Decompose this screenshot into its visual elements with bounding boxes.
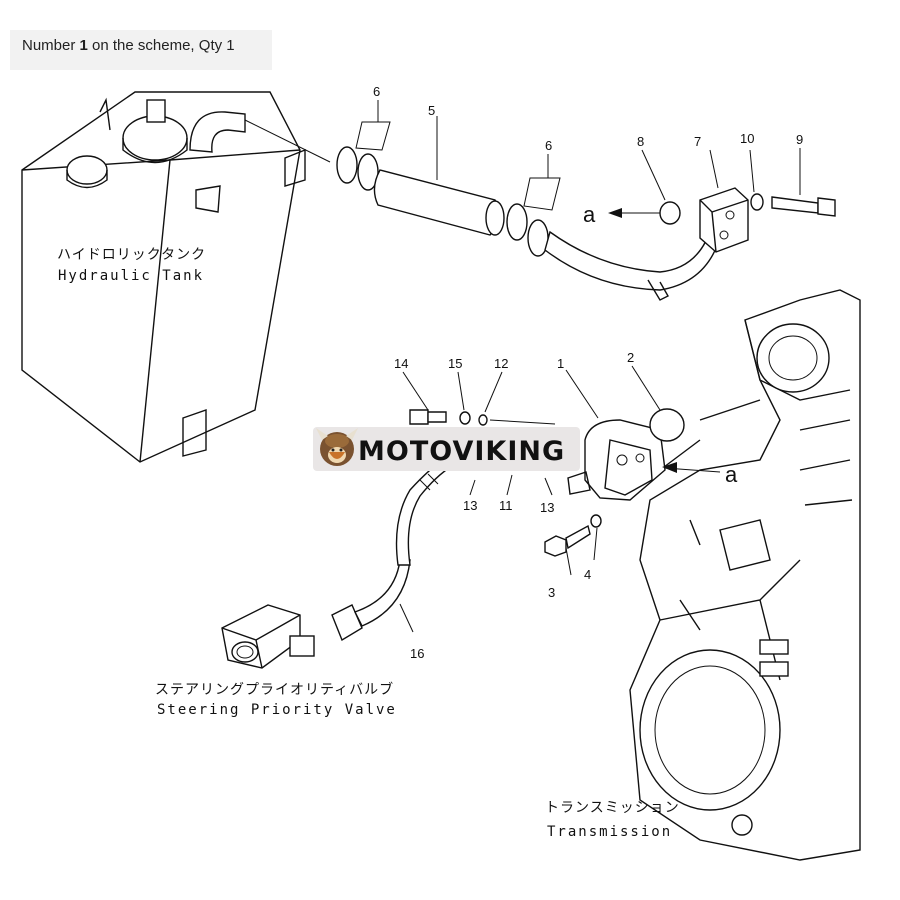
callout-4: 4 (584, 567, 591, 582)
reference-a-top: a (583, 202, 660, 227)
washer-15 (459, 411, 471, 425)
caption-suffix: on the scheme, Qty 1 (87, 37, 235, 54)
transmission-label-en: Transmission (547, 824, 672, 840)
hydraulic-tank-label-jp: ハイドロリックタンク (57, 247, 206, 263)
bolt-3-shank (565, 524, 591, 550)
watermark: MOTOVIKING (313, 427, 580, 471)
bolt-9 (771, 196, 819, 214)
o-ring-8 (659, 201, 681, 225)
callout-2: 2 (627, 350, 634, 365)
callout-13b: 13 (540, 500, 554, 515)
o-ring-2 (649, 408, 685, 442)
callout-11: 11 (499, 498, 513, 513)
callout-7: 7 (694, 134, 701, 149)
valve-elbow (289, 635, 315, 657)
caption-prefix: Number (22, 37, 80, 54)
callout-15: 15 (448, 356, 462, 371)
caption-number: 1 (79, 37, 88, 54)
watermark-background (313, 427, 580, 471)
line-16 (395, 457, 454, 566)
callout-12: 12 (494, 356, 508, 371)
callout-3: 3 (548, 585, 555, 600)
callout-10: 10 (740, 131, 754, 146)
suction-line (336, 146, 836, 301)
callout-1: 1 (557, 356, 564, 371)
bolt-14-head (409, 409, 429, 425)
bolt-3-head (544, 535, 567, 557)
callout-9: 9 (796, 132, 803, 147)
viking-logo-icon (316, 428, 358, 466)
callout-6a: 6 (373, 84, 380, 99)
hose-clamp-left-2 (357, 153, 379, 191)
reference-a-mid: a (662, 462, 738, 487)
part-1-housing (567, 408, 685, 501)
transmission: トランスミッション Transmission (545, 289, 861, 861)
steering-priority-valve: ステアリングプライオリティバルブ Steering Priority Valve (155, 457, 454, 718)
hydraulic-tank: ハイドロリックタンク Hydraulic Tank (21, 91, 331, 463)
caption-box (10, 30, 272, 70)
callout-13a: 13 (463, 498, 477, 513)
line-16-nut (331, 604, 363, 642)
watermark-text: MOTOVIKING (358, 436, 565, 467)
callout-5: 5 (428, 103, 435, 118)
washer-10 (750, 193, 764, 211)
leader-lines (355, 100, 801, 633)
bolt-14-shank (427, 411, 447, 423)
hydraulic-tank-label-en: Hydraulic Tank (58, 268, 204, 284)
tube (544, 223, 723, 291)
flange-7 (699, 187, 749, 253)
callout-6b: 6 (545, 138, 552, 153)
hose-clamp-left-1 (336, 146, 358, 184)
steering-valve-label-en: Steering Priority Valve (157, 702, 397, 718)
transmission-label-jp: トランスミッション (545, 800, 680, 816)
hose-clamp-right-1 (506, 203, 528, 241)
ref-a-mid: a (725, 462, 738, 487)
washer-4 (590, 514, 602, 528)
callout-8: 8 (637, 134, 644, 149)
callout-16: 16 (410, 646, 424, 661)
callout-14: 14 (394, 356, 408, 371)
steering-valve-label-jp: ステアリングプライオリティバルブ (155, 681, 394, 698)
callout-numbers: 6 5 6 8 7 10 9 14 15 12 1 2 13 11 13 4 3… (373, 84, 803, 661)
ref-a-top: a (583, 202, 596, 227)
washer-12 (478, 414, 488, 426)
scheme-caption: Number 1 on the scheme, Qty 1 (22, 37, 235, 54)
